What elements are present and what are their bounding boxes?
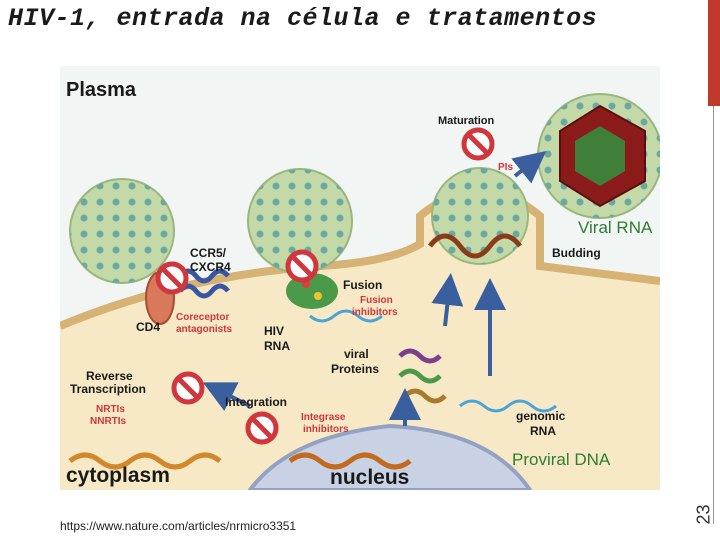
side-divider (713, 106, 714, 524)
label-fusion: Fusion (343, 278, 382, 292)
label-cxcr4: CXCR4 (190, 260, 231, 274)
label-fusion-inhibitors-1: Fusion (360, 295, 393, 306)
label-budding: Budding (552, 246, 601, 260)
cell-membrane (60, 187, 660, 330)
label-reverse-2: Transcription (70, 382, 146, 396)
label-pis: PIs (498, 162, 513, 173)
cytoplasm-region (60, 191, 660, 490)
label-nnrtis: NNRTIs (90, 416, 127, 427)
virus-particle (69, 178, 175, 284)
slide-title: HIV-1, entrada na célula e tratamentos (8, 4, 598, 33)
label-maturation: Maturation (438, 115, 495, 127)
maturation-arrow (511, 151, 547, 184)
label-viral-rna: Viral RNA (578, 218, 653, 237)
label-hiv-rna-2: RNA (264, 339, 290, 353)
accent-bar (708, 0, 720, 106)
label-coreceptor-1: Coreceptor (176, 312, 229, 323)
label-cd4: CD4 (136, 320, 160, 334)
label-nucleus: nucleus (330, 466, 409, 489)
label-coreceptor-2: antagonists (176, 324, 233, 335)
stop-icon-protease (461, 127, 495, 161)
label-plasma: Plasma (66, 79, 137, 101)
coreceptor (178, 268, 230, 299)
label-nrtis: NRTIs (96, 404, 125, 415)
label-genomic-rna-1: genomic (516, 409, 566, 423)
label-integration: Integration (225, 395, 287, 409)
hiv-rna-strand (309, 309, 383, 323)
protein-transport-arrow (431, 273, 464, 327)
label-viral-proteins-1: viral (344, 347, 369, 361)
page-number: 23 (693, 504, 714, 525)
stop-icon-reverse-transcription (171, 371, 205, 405)
label-reverse-1: Reverse (86, 369, 133, 383)
reverse-transcription-strand (68, 452, 222, 470)
genomic-rna-strand (459, 399, 557, 413)
label-hiv-rna-1: HIV (264, 324, 284, 338)
budding-rna-strand (428, 233, 522, 259)
proviral-dna-strand (288, 452, 412, 470)
label-cytoplasm: cytoplasm (66, 464, 170, 487)
label-integrase-2: inhibitors (303, 424, 349, 435)
label-viral-proteins-2: Proteins (331, 362, 379, 376)
source-link[interactable]: https://www.nature.com/articles/nrmicro3… (60, 519, 297, 533)
stop-icon-fusion (285, 249, 319, 283)
label-genomic-rna-2: RNA (530, 424, 556, 438)
integration-arrow (202, 382, 251, 412)
mature-virus (537, 93, 660, 219)
stop-icon-coreceptor (155, 261, 189, 295)
label-integrase-1: Integrase (301, 412, 346, 423)
budding-virus (431, 167, 529, 265)
label-ccr5: CCR5/ (190, 246, 227, 260)
label-proviral-dna: Proviral DNA (512, 450, 611, 469)
stop-icon-integrase (245, 411, 279, 445)
label-fusion-inhibitors-2: inhibitors (352, 307, 398, 318)
hiv-lifecycle-diagram: Plasma Maturation PIs Viral RNA Budding … (60, 66, 660, 490)
nucleus (247, 423, 533, 490)
